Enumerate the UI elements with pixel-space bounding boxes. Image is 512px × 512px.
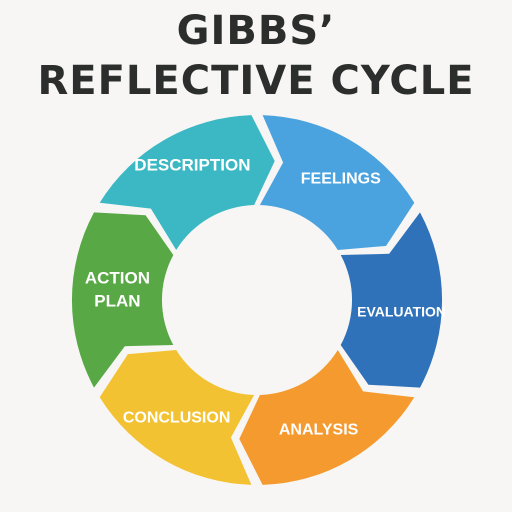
page-title: GIBBS’ REFLECTIVE CYCLE bbox=[0, 6, 512, 106]
label-line: CONCLUSION bbox=[123, 410, 231, 427]
label-evaluation: EVALUATION bbox=[357, 303, 446, 319]
segment-analysis bbox=[239, 350, 415, 485]
cycle-segments bbox=[71, 115, 443, 485]
label-line: EVALUATION bbox=[357, 303, 446, 319]
title-line-1: GIBBS’ bbox=[176, 8, 336, 54]
segment-description bbox=[99, 115, 275, 250]
cycle-labels: DESCRIPTION FEELINGS EVALUATION ANALYSIS CON… bbox=[85, 156, 446, 439]
label-feelings: FEELINGS bbox=[301, 171, 381, 188]
segment-conclusion bbox=[99, 350, 255, 485]
label-analysis: ANALYSIS bbox=[279, 422, 359, 439]
segment-feelings bbox=[259, 115, 415, 250]
label-line: ANALYSIS bbox=[279, 422, 359, 439]
label-line: PLAN bbox=[94, 291, 140, 310]
segment-action-plan bbox=[71, 212, 174, 388]
label-conclusion: CONCLUSION bbox=[123, 410, 231, 427]
label-line: ACTION bbox=[85, 269, 150, 288]
title-line-2: REFLECTIVE CYCLE bbox=[37, 58, 475, 104]
label-description: DESCRIPTION bbox=[134, 156, 250, 175]
label-action-plan: ACTION PLAN bbox=[85, 269, 150, 311]
segment-evaluation bbox=[340, 212, 443, 388]
label-line: DESCRIPTION bbox=[134, 156, 250, 175]
label-line: FEELINGS bbox=[301, 171, 381, 188]
